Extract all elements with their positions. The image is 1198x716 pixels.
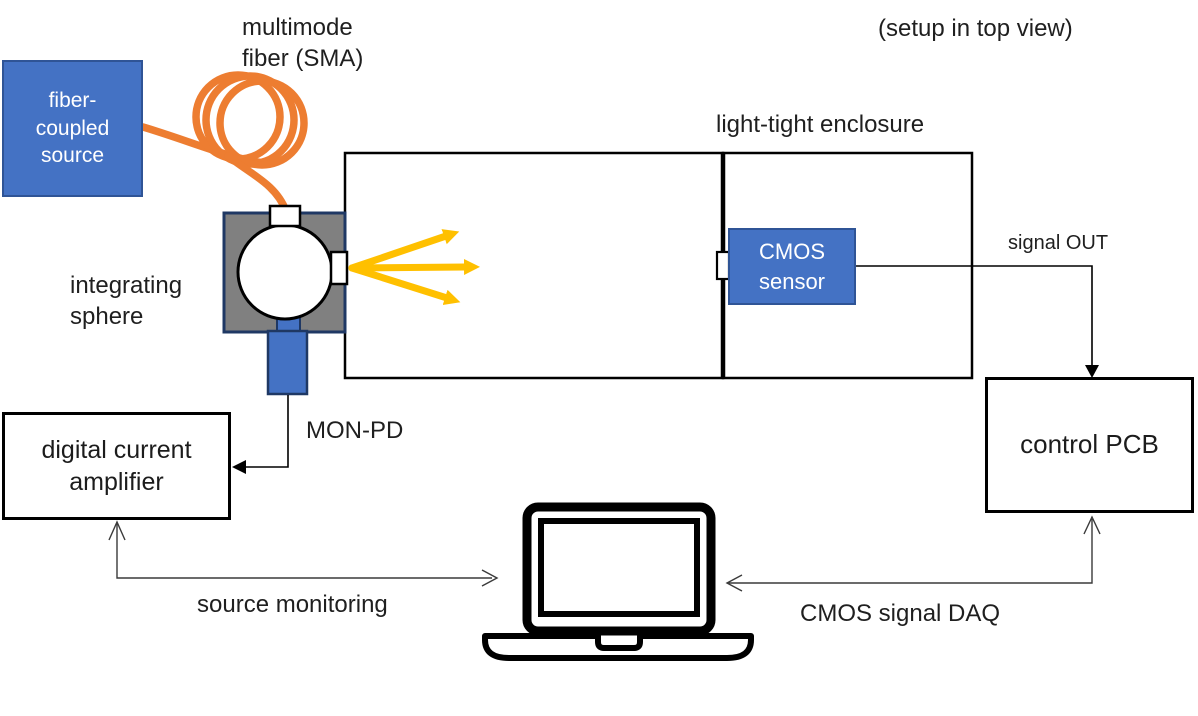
cmos-sensor-box: CMOS sensor <box>728 228 856 305</box>
source-monitoring-connector <box>108 520 499 587</box>
control-pcb-box: control PCB <box>985 377 1194 513</box>
integrating-sphere-icon <box>222 204 349 396</box>
fiber-coupled-source-box: fiber-coupled source <box>2 60 143 197</box>
laptop-icon <box>482 502 754 661</box>
light-tight-enclosure-box <box>343 151 974 380</box>
cmos-sensor-label: CMOS sensor <box>758 239 826 294</box>
mon-pd-connector <box>232 395 289 474</box>
signal-out-connector <box>855 265 1099 378</box>
source-monitoring-label: source monitoring <box>197 591 388 618</box>
cmos-signal-daq-label: CMOS signal DAQ <box>800 600 1001 627</box>
fiber-coil <box>139 71 308 215</box>
digital-current-amplifier-label: digital current amplifier <box>41 436 192 496</box>
digital-current-amplifier-box: digital current amplifier <box>2 412 231 520</box>
multimode-fiber-label: multimode fiber (SMA) <box>242 14 364 72</box>
integrating-sphere-label: integrating sphere <box>70 272 183 330</box>
control-pcb-label: control PCB <box>1020 429 1159 460</box>
light-tight-enclosure-label: light-tight enclosure <box>716 111 925 138</box>
signal-out-label: signal OUT <box>1008 232 1109 254</box>
cmos-daq-connector <box>725 515 1101 592</box>
view-note: (setup in top view) <box>878 15 1073 42</box>
mon-pd-label: MON-PD <box>306 417 404 444</box>
light-emission-arrows <box>348 229 480 306</box>
fiber-coupled-source-label: fiber-coupled source <box>35 88 110 168</box>
